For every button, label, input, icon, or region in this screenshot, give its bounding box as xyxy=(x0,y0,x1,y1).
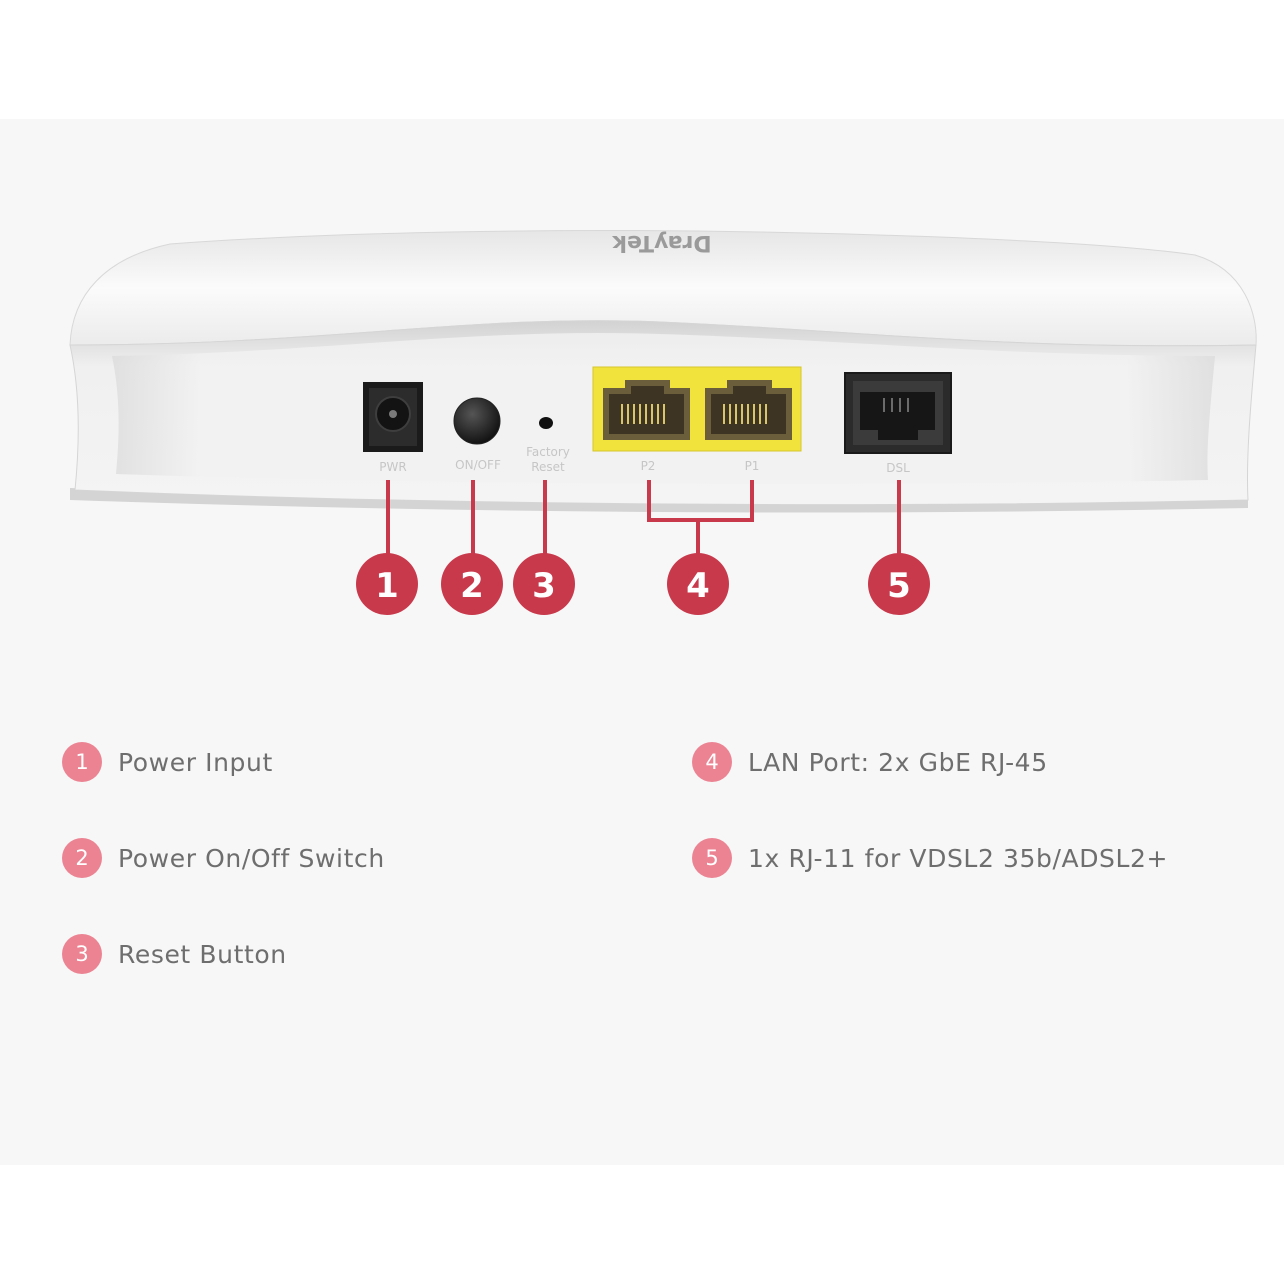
callout-5: 5 xyxy=(868,553,930,615)
brand-logo: DrayTek xyxy=(611,230,712,255)
callout-number: 3 xyxy=(532,566,556,606)
port-label-switch: ON/OFF xyxy=(455,458,501,472)
dsl-port xyxy=(844,372,952,454)
port-label-reset-line2: Reset xyxy=(531,460,565,474)
lan-ports xyxy=(592,366,802,452)
legend-item-lan-port: 4 LAN Port: 2x GbE RJ-45 xyxy=(692,742,1048,782)
port-label-pwr: PWR xyxy=(379,460,406,474)
callout-number: 1 xyxy=(375,566,399,606)
legend-item-dsl-port: 5 1x RJ-11 for VDSL2 35b/ADSL2+ xyxy=(692,838,1168,878)
legend-badge: 3 xyxy=(62,934,102,974)
port-label-p1: P1 xyxy=(745,459,760,473)
lan-port-p2 xyxy=(603,380,690,440)
lan-port-p1 xyxy=(705,380,792,440)
legend-label: 1x RJ-11 for VDSL2 35b/ADSL2+ xyxy=(748,843,1169,873)
legend-label: Power Input xyxy=(118,747,273,777)
callout-4: 4 xyxy=(667,553,729,615)
legend-label: Power On/Off Switch xyxy=(118,843,385,873)
callout-1: 1 xyxy=(356,553,418,615)
callout-number: 4 xyxy=(686,566,710,606)
legend-badge: 5 xyxy=(692,838,732,878)
legend-item-reset-button: 3 Reset Button xyxy=(62,934,287,974)
port-label-p2: P2 xyxy=(641,459,656,473)
callout-lines xyxy=(386,480,901,556)
legend-label: LAN Port: 2x GbE RJ-45 xyxy=(748,747,1048,777)
power-switch[interactable] xyxy=(453,397,501,445)
port-label-dsl: DSL xyxy=(886,461,910,475)
legend-item-power-switch: 2 Power On/Off Switch xyxy=(62,838,385,878)
power-input-port xyxy=(363,382,423,452)
reset-button[interactable] xyxy=(539,417,553,429)
legend-badge: 1 xyxy=(62,742,102,782)
callout-2: 2 xyxy=(441,553,503,615)
callout-number: 2 xyxy=(460,566,484,606)
legend-item-power-input: 1 Power Input xyxy=(62,742,273,782)
legend-label: Reset Button xyxy=(118,939,287,969)
callout-number: 5 xyxy=(887,566,911,606)
router-bottom-shadow xyxy=(70,488,1248,513)
legend-badge: 4 xyxy=(692,742,732,782)
legend-badge: 2 xyxy=(62,838,102,878)
callout-3: 3 xyxy=(513,553,575,615)
port-label-reset-line1: Factory xyxy=(526,445,570,459)
